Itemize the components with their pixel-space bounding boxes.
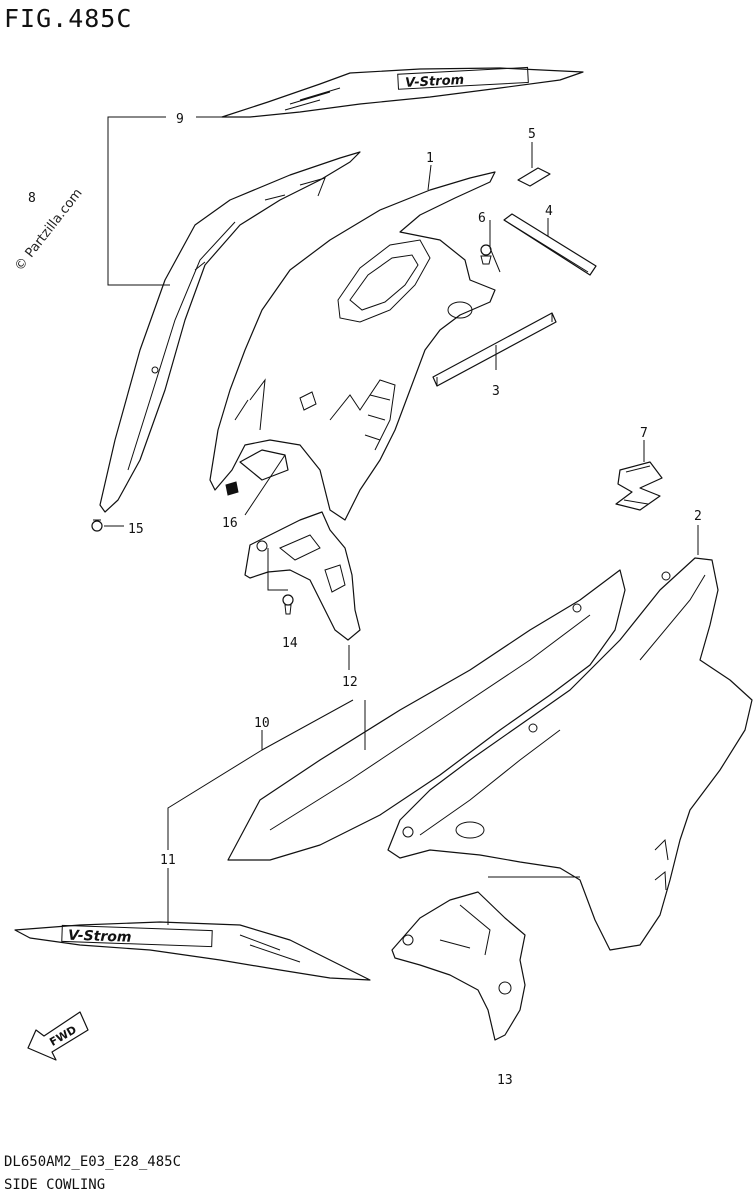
callout-4: 4: [545, 204, 553, 219]
callout-10: 10: [254, 716, 270, 731]
part-2-side-cowl: [387, 557, 753, 951]
callout-11: 11: [160, 853, 176, 868]
part-3-foam-strip: [432, 312, 557, 387]
callout-7: 7: [640, 426, 648, 441]
callout-16: 16: [222, 516, 238, 531]
upper-decal-brand-text: V-Strom: [405, 73, 465, 91]
part-7-emblem: [615, 461, 663, 511]
part-4-foam-strip: [503, 213, 597, 276]
part-13-lower-bracket: [391, 891, 526, 1041]
fwd-arrow: FWD: [27, 1011, 89, 1061]
leader-lines: [104, 116, 699, 925]
callout-6: 6: [478, 211, 486, 226]
callout-13: 13: [497, 1073, 513, 1088]
callout-labels: 1 2 3 4 5 6 7 8 9 10 11 12 13 14 15 16: [28, 112, 702, 1088]
callout-1: 1: [426, 151, 434, 166]
callout-9: 9: [176, 112, 184, 127]
part-15-screw: [91, 519, 103, 532]
part-11-lower-decal: V-Strom: [14, 921, 371, 981]
callout-15: 15: [128, 522, 144, 537]
part-14-screw: [282, 594, 294, 615]
part-10-side-cowl-panel: [227, 569, 626, 861]
diagram-section-name: SIDE COWLING: [4, 1177, 106, 1193]
lower-decal-brand-text: V-Strom: [68, 928, 132, 946]
part-9-upper-decal: V-Strom: [221, 66, 584, 118]
part-5-pad: [517, 167, 551, 187]
callout-2: 2: [694, 509, 702, 524]
callout-3: 3: [492, 384, 500, 399]
part-8-fairing-trim: [99, 151, 361, 513]
part-1-inner-panel: [209, 171, 496, 521]
callout-8: 8: [28, 191, 36, 206]
callout-12: 12: [342, 675, 358, 690]
part-12-bracket: [244, 511, 361, 641]
part-16-tab: [239, 449, 289, 481]
diagram-code: DL650AM2_E03_E28_485C: [4, 1154, 182, 1170]
callout-14: 14: [282, 636, 298, 651]
figure-title: FIG.485C: [4, 4, 133, 33]
callout-5: 5: [528, 127, 536, 142]
